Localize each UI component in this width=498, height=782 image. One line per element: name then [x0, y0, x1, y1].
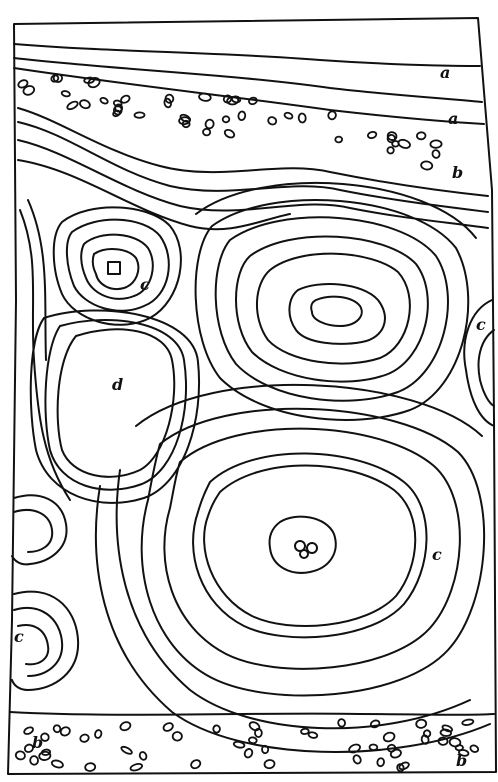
pebble — [15, 750, 26, 760]
pebble — [284, 112, 294, 120]
pebble — [367, 131, 377, 139]
label-a-top: a — [440, 63, 450, 82]
label-c-large-concretion: c — [432, 545, 442, 564]
label-b-lower-left: b — [32, 733, 43, 752]
concretion-large-center — [96, 385, 490, 752]
figure-frame — [8, 18, 496, 774]
pebble — [79, 99, 91, 110]
pebble — [264, 759, 275, 769]
pebble — [382, 731, 395, 743]
pebble — [417, 132, 426, 140]
pebble — [223, 128, 235, 139]
pebble — [248, 737, 257, 744]
pebble — [61, 90, 70, 97]
pebble — [377, 758, 385, 767]
pebble — [430, 140, 441, 148]
pebble — [130, 763, 143, 772]
pebble — [203, 129, 211, 136]
pebble — [79, 733, 89, 743]
pebble — [440, 729, 451, 736]
pebble — [59, 726, 71, 737]
label-c-lower-left: c — [14, 627, 24, 646]
pebble — [369, 744, 377, 750]
pebble — [243, 748, 254, 759]
pebble — [462, 719, 474, 726]
pebble — [162, 722, 174, 733]
pebble — [139, 751, 148, 761]
pebble — [387, 147, 394, 154]
label-a-second: a — [448, 109, 458, 128]
pebble — [231, 96, 240, 103]
stratum-a-lines — [14, 44, 484, 124]
pebble — [348, 743, 361, 754]
pebble — [119, 721, 132, 732]
pebble — [120, 745, 133, 755]
pebble — [222, 116, 229, 122]
pebble — [267, 116, 277, 126]
pebble — [39, 751, 51, 761]
pebble-layer-upper — [17, 74, 442, 171]
pebble — [431, 149, 440, 159]
pebble — [94, 729, 102, 738]
pebble — [248, 721, 261, 732]
pebble — [190, 759, 202, 770]
concretion-upper-right — [196, 183, 476, 420]
pebble — [456, 745, 464, 750]
pebble — [301, 728, 309, 734]
pebble — [99, 97, 108, 105]
label-b-lower-right: b — [456, 751, 467, 770]
pebble — [335, 136, 342, 142]
pebble — [205, 119, 215, 129]
label-b-upper: b — [452, 163, 463, 182]
pebble — [173, 732, 182, 741]
pebble — [213, 725, 221, 733]
pebble — [352, 754, 362, 765]
label-c-small-concretion: c — [140, 275, 150, 294]
pebble — [248, 97, 258, 106]
pebble — [51, 759, 64, 768]
concretion-small-upper-left — [54, 207, 181, 324]
left-margin-strata — [20, 200, 70, 500]
stratum-b-lower-lines — [10, 712, 494, 715]
pebble — [30, 756, 39, 765]
pebble — [416, 719, 427, 729]
pebble — [337, 718, 345, 727]
concretion-lower-left — [12, 495, 78, 690]
label-d-center-left: d — [112, 375, 123, 394]
pebble — [370, 719, 381, 728]
pebble — [469, 744, 479, 753]
pebble — [120, 94, 131, 104]
pebble — [327, 110, 337, 120]
pebble — [390, 748, 402, 759]
pebble — [85, 763, 96, 772]
label-c-right-edge: c — [476, 315, 486, 334]
pebble — [134, 112, 144, 118]
pebble — [298, 113, 306, 122]
pebble — [66, 100, 79, 111]
pebble — [238, 111, 246, 121]
pebble — [421, 161, 433, 170]
